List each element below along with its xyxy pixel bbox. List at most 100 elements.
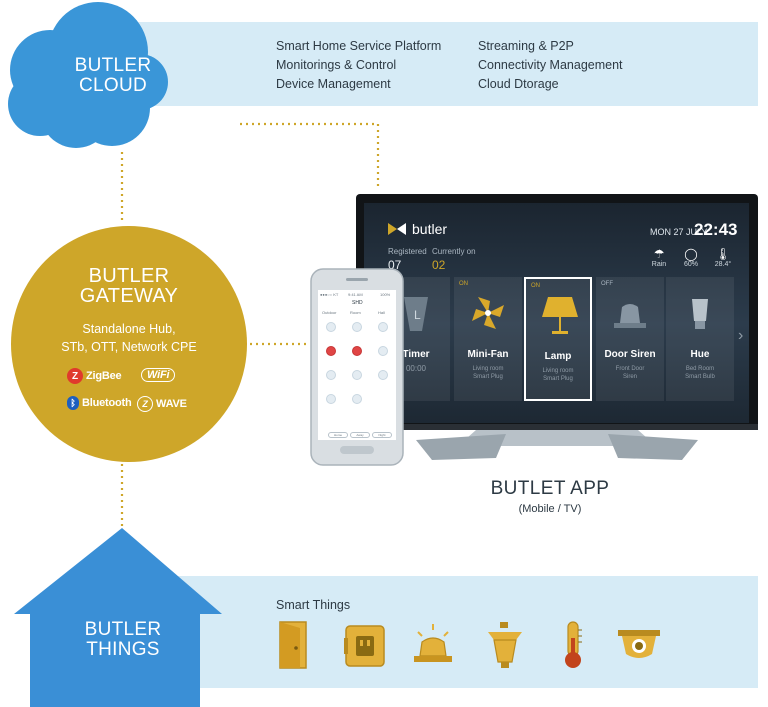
tile-name: Door Siren xyxy=(604,349,656,360)
feature-item: Monitorings & Control xyxy=(276,58,397,72)
phone-device-toggle[interactable] xyxy=(378,322,388,332)
svg-text:L: L xyxy=(414,308,421,322)
phone-device-toggle[interactable] xyxy=(326,346,336,356)
phone-carrier: ●●●○○ KT xyxy=(320,292,339,297)
phone-mode-home-button[interactable]: Home xyxy=(328,432,348,438)
tile-state: OFF xyxy=(601,281,613,287)
gateway-desc-line1: Standalone Hub, xyxy=(82,322,176,336)
app-title: BUTLET APP xyxy=(490,478,610,499)
siren-light-icon xyxy=(614,304,646,328)
registered-label: Registered xyxy=(388,247,427,256)
bluetooth-logo: ᛒ Bluetooth xyxy=(67,396,132,410)
cloud-title-line1: BUTLER xyxy=(74,55,152,76)
phone-device-toggle[interactable] xyxy=(352,394,362,404)
zigbee-icon: Z xyxy=(67,368,83,384)
phone-header: SHD xyxy=(352,300,363,306)
house-shape xyxy=(14,528,222,707)
chevron-right-icon[interactable]: › xyxy=(738,327,744,344)
humidity-icon: ◯ xyxy=(684,247,698,261)
weather-rain: ☂ Rain xyxy=(644,247,674,268)
tile-name: Mini-Fan xyxy=(467,349,509,360)
bluetooth-icon: ᛒ xyxy=(67,396,79,410)
cloud-title: BUTLER CLOUD xyxy=(58,56,168,96)
gateway-title: BUTLER GATEWAY xyxy=(11,266,247,306)
wifi-label: WiFi xyxy=(141,368,176,382)
cloud-features-right: Streaming & P2P Connectivity Management … xyxy=(478,37,623,94)
gateway-title-line2: GATEWAY xyxy=(79,285,179,307)
tv-screen: butler MON 27 JULY 22:43 Registered 07 C… xyxy=(364,203,749,423)
phone-tab-hall[interactable]: Hall xyxy=(378,310,385,315)
phone-tab-outdoor[interactable]: Outdoor xyxy=(322,310,337,315)
feature-item: Cloud Dtorage xyxy=(478,77,559,91)
phone-mode-night-button[interactable]: Night xyxy=(372,432,392,438)
zwave-label: WAVE xyxy=(156,398,187,410)
weather-rain-label: Rain xyxy=(651,261,667,268)
siren-icon xyxy=(414,624,452,662)
weather-temperature-label: 28.4° xyxy=(714,261,732,268)
phone-device-toggle[interactable] xyxy=(326,394,336,404)
phone-device-toggle[interactable] xyxy=(326,322,336,332)
tile-name: Lamp xyxy=(544,351,572,362)
feature-item: Device Management xyxy=(276,77,391,91)
phone-clock: 9:41 AM xyxy=(348,292,363,297)
phone-device-toggle[interactable] xyxy=(352,322,362,332)
cloud-features-left: Smart Home Service Platform Monitorings … xyxy=(276,37,441,94)
tile-name: Timer xyxy=(402,349,430,360)
zigbee-logo: Z ZigBee xyxy=(67,368,122,384)
tv-logo-text: butler xyxy=(412,221,448,237)
phone-device-toggle[interactable] xyxy=(352,346,362,356)
phone-tab-room[interactable]: Room xyxy=(350,310,361,315)
things-title: BUTLER THINGS xyxy=(68,620,178,660)
phone-device-toggle[interactable] xyxy=(326,370,336,380)
timer-icon: L xyxy=(404,297,428,331)
tile-state: ON xyxy=(459,281,468,287)
weather-humidity: ◯ 60% xyxy=(676,247,706,268)
gateway-description: Standalone Hub, STb, OTT, Network CPE xyxy=(11,320,247,356)
gateway-title-line1: BUTLER xyxy=(88,265,170,287)
fan-icon xyxy=(472,297,504,329)
tv-date: MON 27 JULY xyxy=(650,227,708,237)
thermometer-icon xyxy=(565,621,582,668)
gateway-circle: BUTLER GATEWAY Standalone Hub, STb, OTT,… xyxy=(11,226,247,462)
gateway-desc-line2: STb, OTT, Network CPE xyxy=(61,340,197,354)
feature-item: Streaming & P2P xyxy=(478,39,574,53)
phone-device-toggle[interactable] xyxy=(378,346,388,356)
feature-item: Smart Home Service Platform xyxy=(276,39,442,53)
wifi-logo: WiFi xyxy=(141,368,176,382)
phone-device-toggle[interactable] xyxy=(352,370,362,380)
tv-logo: butler xyxy=(388,221,447,237)
temperature-icon: 🌡 xyxy=(715,247,731,261)
currently-on-value: 02 xyxy=(432,258,446,272)
phone-device-toggle[interactable] xyxy=(378,370,388,380)
weather-humidity-label: 60% xyxy=(683,261,698,268)
smart-things-label: Smart Things xyxy=(276,598,351,612)
zwave-icon: Z xyxy=(137,396,153,412)
lamp-icon xyxy=(488,622,522,668)
currently-on-label: Currently on xyxy=(432,247,476,256)
things-title-line1: BUTLER xyxy=(84,619,162,640)
cloud-app-connector xyxy=(240,122,380,186)
cloud-shape xyxy=(8,2,168,148)
tv-time: 22:43 xyxy=(694,220,738,239)
smart-plug-icon xyxy=(344,625,385,667)
tile-state: ON xyxy=(531,283,540,289)
hue-bulb-icon xyxy=(692,299,708,329)
phone-battery: 100% xyxy=(380,292,391,297)
zigbee-label: ZigBee xyxy=(86,370,122,382)
door-icon xyxy=(279,621,307,669)
phone-mode-away-button[interactable]: Away xyxy=(350,432,370,438)
feature-item: Connectivity Management xyxy=(478,58,623,72)
weather-temperature: 🌡 28.4° xyxy=(708,247,738,268)
app-subtitle: (Mobile / TV) xyxy=(518,503,582,515)
rain-icon: ☂ xyxy=(653,247,665,261)
camera-icon xyxy=(618,630,660,658)
phone-screen: ●●●○○ KT 9:41 AM 100% SHD Outdoor Room H… xyxy=(318,290,396,440)
